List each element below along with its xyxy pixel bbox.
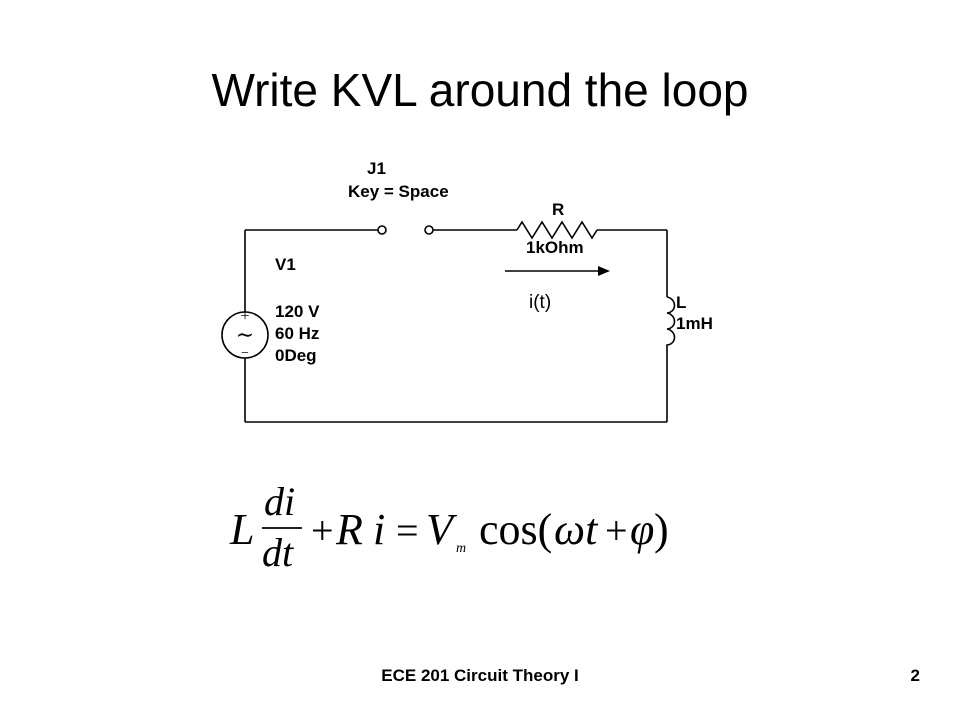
inductor-value-label: 1mH xyxy=(676,314,713,333)
slide-title: Write KVL around the loop xyxy=(211,64,749,116)
source-voltage-label: 120 V xyxy=(275,302,320,321)
eq-R: R xyxy=(335,505,363,554)
switch-contact-right xyxy=(424,225,434,235)
eq-equals: = xyxy=(396,508,419,553)
ac-source-circle xyxy=(221,311,269,359)
current-label: i(t) xyxy=(529,292,551,313)
resistor-zigzag xyxy=(516,220,598,240)
eq-dt: dt xyxy=(262,530,294,575)
eq-V: V xyxy=(426,505,458,554)
switch-j1 xyxy=(377,225,434,235)
eq-close-paren: ) xyxy=(654,505,669,554)
eq-i: i xyxy=(373,505,385,554)
ac-source-v1: + ∼ − xyxy=(221,308,269,361)
switch-name-label: J1 xyxy=(367,159,386,178)
kvl-equation: L di dt + R i = V m cos( ωt + φ ) xyxy=(229,479,669,575)
current-arrow-head xyxy=(598,266,610,276)
eq-plus: + xyxy=(311,508,334,553)
eq-plus-2: + xyxy=(605,508,628,553)
eq-phi: φ xyxy=(630,505,654,554)
inductor-coil xyxy=(666,296,676,352)
resistor-name-label: R xyxy=(552,200,564,219)
source-minus-sign: − xyxy=(241,346,249,361)
footer-course-title: ECE 201 Circuit Theory I xyxy=(381,666,579,685)
switch-key-label: Key = Space xyxy=(348,182,449,201)
inductor-name-label: L xyxy=(676,293,686,312)
current-arrow xyxy=(505,266,610,276)
source-ac-symbol: ∼ xyxy=(236,322,254,347)
eq-cos: cos( xyxy=(479,505,552,554)
eq-omega-t: ωt xyxy=(554,505,599,554)
footer-page-number: 2 xyxy=(910,666,920,685)
eq-di: di xyxy=(264,479,295,524)
source-frequency-label: 60 Hz xyxy=(275,324,319,343)
eq-m-subscript: m xyxy=(456,541,466,556)
resistor-value-label: 1kOhm xyxy=(526,238,584,257)
source-plus-sign: + xyxy=(240,308,249,325)
switch-contact-left xyxy=(377,225,387,235)
source-name-label: V1 xyxy=(275,255,296,274)
eq-L: L xyxy=(229,505,254,554)
source-phase-label: 0Deg xyxy=(275,346,317,365)
circuit-wires xyxy=(244,229,668,423)
